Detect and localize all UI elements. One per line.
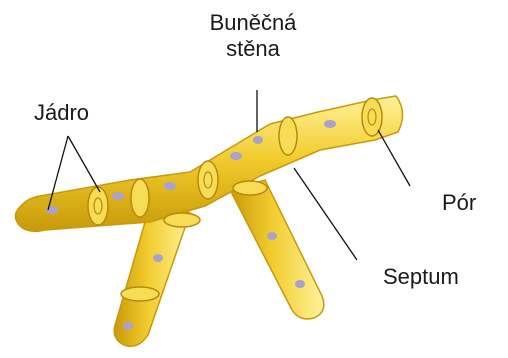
nucleus <box>230 152 242 160</box>
nucleus <box>324 120 336 128</box>
leader-line-septum <box>294 168 357 260</box>
cell-wall-label: Buněčná stěna <box>198 10 308 62</box>
cell-wall-label-line2: stěna <box>198 36 308 62</box>
nucleus <box>164 182 176 190</box>
septum <box>233 181 267 195</box>
septum-label: Septum <box>383 264 459 290</box>
nucleus <box>46 206 58 214</box>
septum <box>121 287 159 301</box>
septum <box>279 117 297 155</box>
nucleus <box>267 232 277 240</box>
cell-wall-label-line1: Buněčná <box>198 10 308 36</box>
nucleus <box>253 136 263 144</box>
septum <box>88 187 108 225</box>
nucleus-label: Jádro <box>34 100 89 126</box>
nucleus <box>295 280 305 288</box>
nucleus <box>153 254 163 262</box>
leader-line-nucleus-2 <box>68 136 100 192</box>
nucleus <box>123 322 133 330</box>
septum <box>362 98 382 136</box>
leader-line-pore <box>378 130 410 186</box>
pore-label: Pór <box>442 190 476 216</box>
hypha-branch-lower-right <box>230 180 324 319</box>
septum <box>198 161 218 199</box>
nucleus <box>112 192 124 200</box>
septum <box>131 179 149 217</box>
septum <box>164 213 200 227</box>
